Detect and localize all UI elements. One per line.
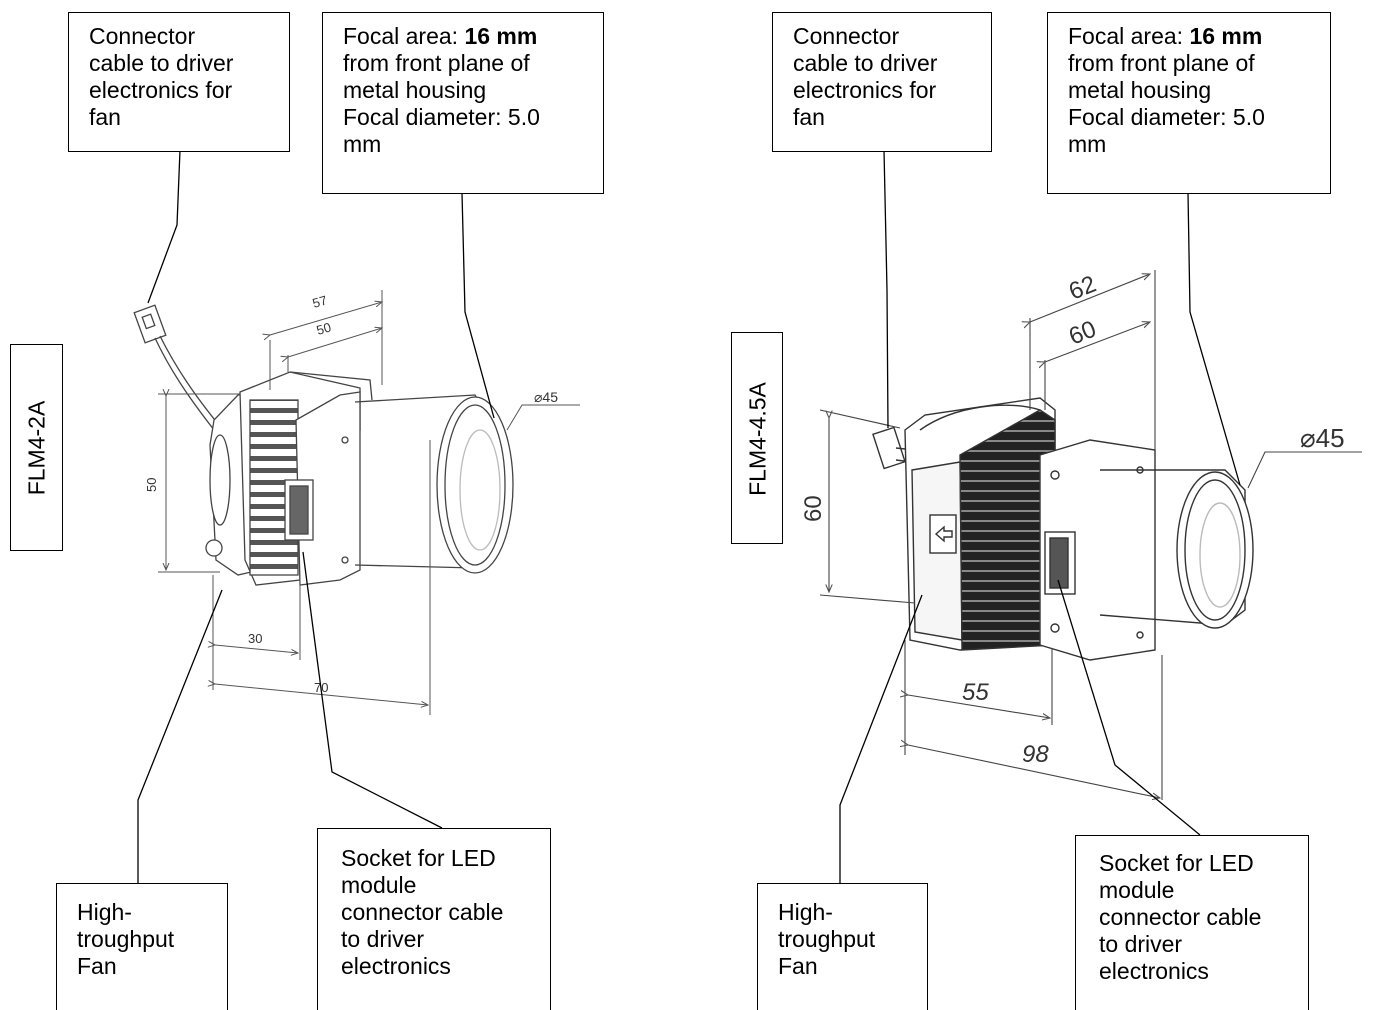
callout-line: module — [341, 872, 417, 898]
right-leader-lines — [839, 149, 1241, 883]
left-focal-callout: Focal area: 16 mm from front plane of me… — [322, 12, 604, 194]
callout-line: electronics — [1099, 958, 1209, 984]
callout-line: connector cable — [1099, 904, 1262, 930]
focal-area-line: Focal area: 16 mm — [1068, 23, 1316, 50]
right-dim-60-height: 60 — [800, 495, 827, 522]
callout-line: to driver — [341, 926, 425, 952]
right-focal-callout: Focal area: 16 mm from front plane of me… — [1047, 12, 1331, 194]
callout-line: electronics for — [793, 77, 937, 103]
right-fan-callout: High- troughput Fan — [757, 883, 928, 1010]
callout-line: metal housing — [1068, 77, 1212, 103]
focal-prefix: Focal area: — [1068, 23, 1190, 49]
callout-line: Socket for LED — [1099, 850, 1254, 876]
callout-line: High- — [778, 899, 833, 925]
callout-line: Socket for LED — [341, 845, 496, 871]
callout-line: Connector — [89, 23, 196, 49]
left-dimension-texts: 57 50 50 ⌀45 30 70 — [144, 292, 558, 695]
focal-prefix: Focal area: — [343, 23, 465, 49]
callout-line: Focal diameter: 5.0 — [343, 104, 540, 130]
right-device-drawing — [872, 397, 1254, 661]
left-dim-30: 30 — [248, 631, 262, 646]
left-dim-50-height: 50 — [144, 478, 159, 492]
callout-line: troughput — [778, 926, 876, 952]
callout-line: troughput — [77, 926, 175, 952]
focal-distance: 16 mm — [464, 23, 538, 49]
callout-line: metal housing — [343, 77, 487, 103]
left-model-label-box: FLM4-2A — [10, 344, 63, 551]
callout-line: cable to driver — [793, 50, 938, 76]
right-model-label-box: FLM4-4.5A — [731, 332, 783, 544]
right-socket-callout: Socket for LED module connector cable to… — [1075, 835, 1309, 1010]
right-dim-60-top: 60 — [1065, 316, 1100, 351]
right-dim-diameter: ⌀45 — [1300, 423, 1345, 453]
callout-line: mm — [1068, 131, 1107, 157]
callout-line: from front plane of — [1068, 50, 1255, 76]
right-model-label: FLM4-4.5A — [744, 382, 771, 496]
callout-line: fan — [89, 104, 121, 130]
focal-distance: 16 mm — [1189, 23, 1263, 49]
callout-line: fan — [793, 104, 825, 130]
left-connector-callout: Connector cable to driver electronics fo… — [68, 12, 290, 152]
left-device-drawing — [133, 304, 514, 586]
callout-line: connector cable — [341, 899, 504, 925]
right-dimension-lines — [819, 270, 1362, 800]
callout-line: High- — [77, 899, 132, 925]
left-leader-lines — [137, 149, 495, 883]
left-fan-callout: High- troughput Fan — [56, 883, 228, 1010]
callout-line: electronics — [341, 953, 451, 979]
focal-area-line: Focal area: 16 mm — [343, 23, 589, 50]
callout-line: Fan — [778, 953, 818, 979]
callout-line: module — [1099, 877, 1175, 903]
callout-line: cable to driver — [89, 50, 234, 76]
left-socket-callout: Socket for LED module connector cable to… — [317, 828, 551, 1010]
left-dim-diameter: ⌀45 — [534, 389, 558, 405]
callout-line: from front plane of — [343, 50, 530, 76]
left-dim-57: 57 — [311, 292, 329, 310]
right-dim-55: 55 — [962, 679, 989, 706]
left-model-label: FLM4-2A — [23, 400, 50, 496]
callout-line: mm — [343, 131, 382, 157]
callout-line: Focal diameter: 5.0 — [1068, 104, 1265, 130]
callout-line: Connector — [793, 23, 900, 49]
callout-line: to driver — [1099, 931, 1183, 957]
callout-line: Fan — [77, 953, 117, 979]
callout-line: electronics for — [89, 77, 233, 103]
left-dim-50-top: 50 — [315, 319, 333, 337]
right-connector-callout: Connector cable to driver electronics fo… — [772, 12, 992, 152]
right-dim-62: 62 — [1065, 271, 1100, 306]
right-dim-98: 98 — [1022, 741, 1049, 768]
